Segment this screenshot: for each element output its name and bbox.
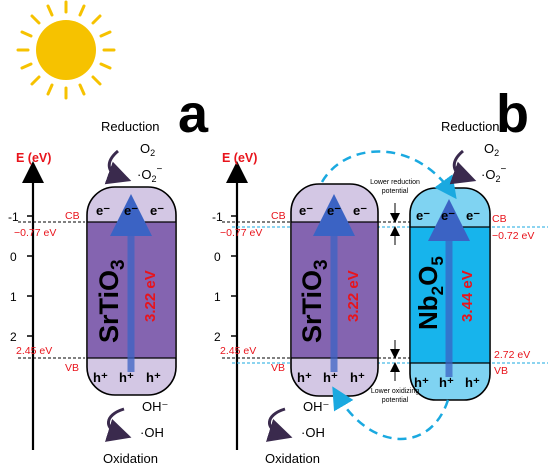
panel-b-nb2o5-particle: e⁻ e⁻ e⁻ h⁺ h⁺ h⁺ Nb2O5 3.44 eV: [409, 187, 491, 401]
curved-arrow-icon: [449, 149, 477, 185]
panel-a-axis-title: E (eV): [16, 151, 51, 165]
panel-b-reduction-label: Reduction: [441, 119, 500, 134]
panel-b-srtio3-vb-value: 2.45 eV: [220, 345, 256, 357]
panel-b-nb2o5-bandgap: 3.44 eV: [459, 270, 476, 322]
svg-text:e⁻: e⁻: [327, 203, 341, 218]
panel-b-o2-radical: ·O2−: [481, 164, 506, 184]
panel-b-srtio3-bandgap: 3.22 eV: [345, 270, 362, 322]
svg-text:h⁺: h⁺: [350, 370, 365, 385]
panel-a-cb-label: CB: [65, 210, 80, 222]
panel-a-o2: O2: [140, 141, 155, 158]
panel-b-tick-label: 1: [214, 290, 221, 304]
panel-b-srtio3-cb-value: −0.77 eV: [220, 227, 262, 239]
dashed-transfer-arrow-icon: [332, 386, 450, 441]
panel-a-material-name: SrTiO3: [94, 259, 129, 343]
panel-a-electron: e⁻: [124, 203, 138, 218]
panel-b-axis-title: E (eV): [222, 151, 257, 165]
panel-b-nb2o5-name: Nb2O5: [413, 256, 447, 330]
svg-text:h⁺: h⁺: [297, 370, 312, 385]
svg-text:h⁺: h⁺: [414, 375, 429, 390]
sun-icon: [16, 0, 116, 100]
curved-arrow-icon: [265, 407, 293, 442]
panel-a-oh-minus: OH⁻: [142, 399, 168, 414]
svg-text:h⁺: h⁺: [439, 375, 454, 390]
panel-a-tick-label: -1: [8, 210, 19, 224]
panel-a-tick-label: 2: [10, 330, 17, 344]
panel-a-letter: a: [178, 84, 209, 144]
panel-a-electron: e⁻: [96, 203, 110, 218]
panel-b-oh-minus: OH⁻: [303, 399, 329, 414]
panel-b-srtio3-name: SrTiO3: [297, 259, 332, 343]
panel-b-nb2o5-cb-label: CB: [492, 213, 507, 225]
panel-b-nb2o5-vb-value: 2.72 eV: [494, 349, 530, 361]
panel-a-reduction-label: Reduction: [101, 119, 160, 134]
svg-text:e⁻: e⁻: [353, 203, 367, 218]
panel-a-tick-label: 0: [10, 250, 17, 264]
panel-b-oxidation-label: Oxidation: [265, 451, 320, 466]
panel-b-srtio3-vb-label: VB: [271, 362, 285, 374]
panel-a-o2-radical: ·O2−: [137, 164, 162, 184]
panel-a-vb-value: 2.45 eV: [16, 345, 52, 357]
panel-a-vb-label: VB: [65, 362, 79, 374]
panel-a-hole: h⁺: [119, 370, 134, 385]
panel-b-oh-radical: ·OH: [301, 425, 325, 440]
panel-a-electron: e⁻: [150, 203, 164, 218]
panel-a-hole: h⁺: [93, 370, 108, 385]
curved-arrow-icon: [104, 407, 132, 442]
panel-a: a Reduction E (eV) -1 0 1 2 CB −0.77 eV …: [8, 84, 209, 466]
panel-a-cb-value: −0.77 eV: [14, 227, 56, 239]
svg-text:e⁻: e⁻: [466, 208, 480, 223]
panel-b-nb2o5-cb-value: −0.72 eV: [492, 230, 534, 242]
curved-arrow-icon: [104, 149, 132, 185]
panel-b-srtio3-particle: e⁻ e⁻ e⁻ h⁺ h⁺ h⁺ SrTiO3 3.22 eV: [290, 183, 379, 397]
dashed-transfer-arrow-icon: [320, 150, 457, 200]
panel-a-tick-label: 1: [10, 290, 17, 304]
svg-text:e⁻: e⁻: [416, 208, 430, 223]
svg-text:h⁺: h⁺: [465, 375, 480, 390]
panel-b-o2: O2: [484, 141, 499, 158]
svg-text:e⁻: e⁻: [441, 208, 455, 223]
panel-a-axis-ticks: -1 0 1 2: [8, 210, 33, 344]
panel-b-srtio3-cb-label: CB: [271, 210, 286, 222]
panel-b-tick-label: 2: [214, 330, 221, 344]
panel-b-tick-label: 0: [214, 250, 221, 264]
panel-b-axis-ticks: -1 0 1 2: [212, 210, 237, 344]
svg-text:h⁺: h⁺: [323, 370, 338, 385]
panel-a-hole: h⁺: [146, 370, 161, 385]
panel-a-srtio3-particle: e⁻ e⁻ e⁻ h⁺ h⁺ h⁺ SrTiO3 3.22 eV: [86, 186, 177, 396]
panel-a-bandgap: 3.22 eV: [142, 270, 159, 322]
panel-b: b Reduction E (eV) -1 0 1 2 CB −0.77 eV …: [212, 84, 548, 466]
svg-text:e⁻: e⁻: [299, 203, 313, 218]
panel-a-oh-radical: ·OH: [140, 425, 164, 440]
panel-b-tick-label: -1: [212, 210, 223, 224]
panel-b-letter: b: [496, 84, 529, 144]
panel-b-nb2o5-vb-label: VB: [494, 365, 508, 377]
panel-a-oxidation-label: Oxidation: [103, 451, 158, 466]
